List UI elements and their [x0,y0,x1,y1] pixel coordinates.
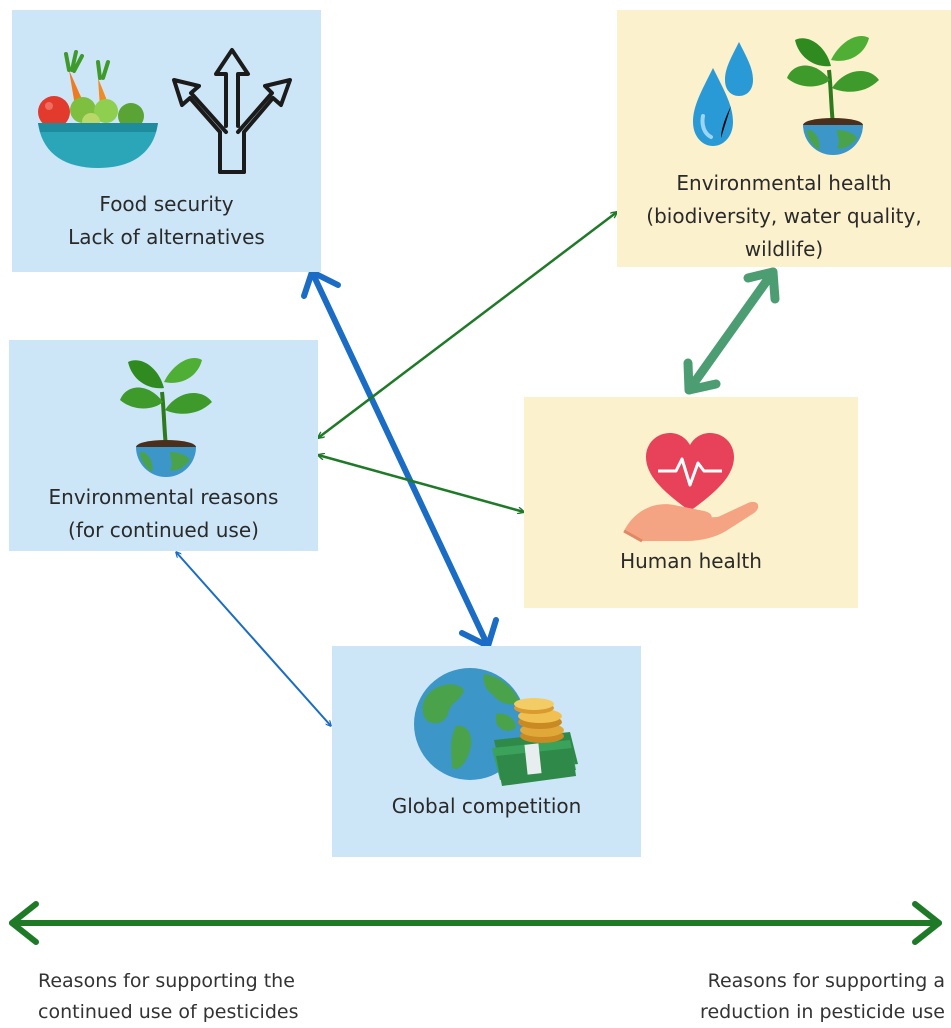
water-drops-icon [693,42,753,146]
wildlife-line: wildlife) [744,237,824,261]
scale-left-caption: Reasons for supporting the continued use… [38,966,299,1028]
lack-of-alternatives-line: Lack of alternatives [68,225,265,249]
biodiversity-line: (biodiversity, water quality, [646,204,922,228]
global-competition-label: Global competition [332,790,641,823]
scale-arrow [9,901,942,945]
scale-right-line-2: reduction in pesticide use [700,1001,945,1023]
human-health-line: Human health [620,549,762,573]
box-environmental-reasons: Environmental reasons (for continued use… [9,340,318,551]
global-competition-line: Global competition [391,794,582,818]
human-health-label: Human health [524,545,858,578]
box-human-health: Human health [524,397,858,608]
for-continued-use-line: (for continued use) [68,518,259,542]
scale-right-line-1: Reasons for supporting a [707,970,945,992]
scale-right-caption: Reasons for supporting a reduction in pe… [700,966,945,1028]
arrow-environmental-reasons-human-health [318,455,524,512]
environmental-reasons-line: Environmental reasons [48,485,279,509]
scale-left-line-1: Reasons for supporting the [38,970,295,992]
box-global-competition: Global competition [332,646,641,857]
scale-left-line-2: continued use of pesticides [38,1001,299,1023]
environmental-health-label: Environmental health (biodiversity, wate… [617,167,951,266]
environmental-reasons-label: Environmental reasons (for continued use… [9,481,318,547]
heart-hand-icon [623,433,759,543]
arrow-environmental-reasons-environmental-health [318,212,617,438]
box-food-security: Food security Lack of alternatives [12,10,321,272]
box-environmental-health: Environmental health (biodiversity, wate… [617,10,951,267]
food-security-label: Food security Lack of alternatives [12,188,321,254]
plant-globe-icon [120,358,212,477]
food-security-line: Food security [99,192,234,216]
arrow-environmental-reasons-global-competition [176,552,331,726]
branching-arrows-icon [172,48,292,174]
environmental-health-line: Environmental health [676,171,892,195]
globe-money-icon [414,668,578,786]
arrow-environmental-health-human-health [683,267,780,395]
vegetable-bowl-icon [38,50,158,168]
plant-globe-icon [787,36,879,155]
